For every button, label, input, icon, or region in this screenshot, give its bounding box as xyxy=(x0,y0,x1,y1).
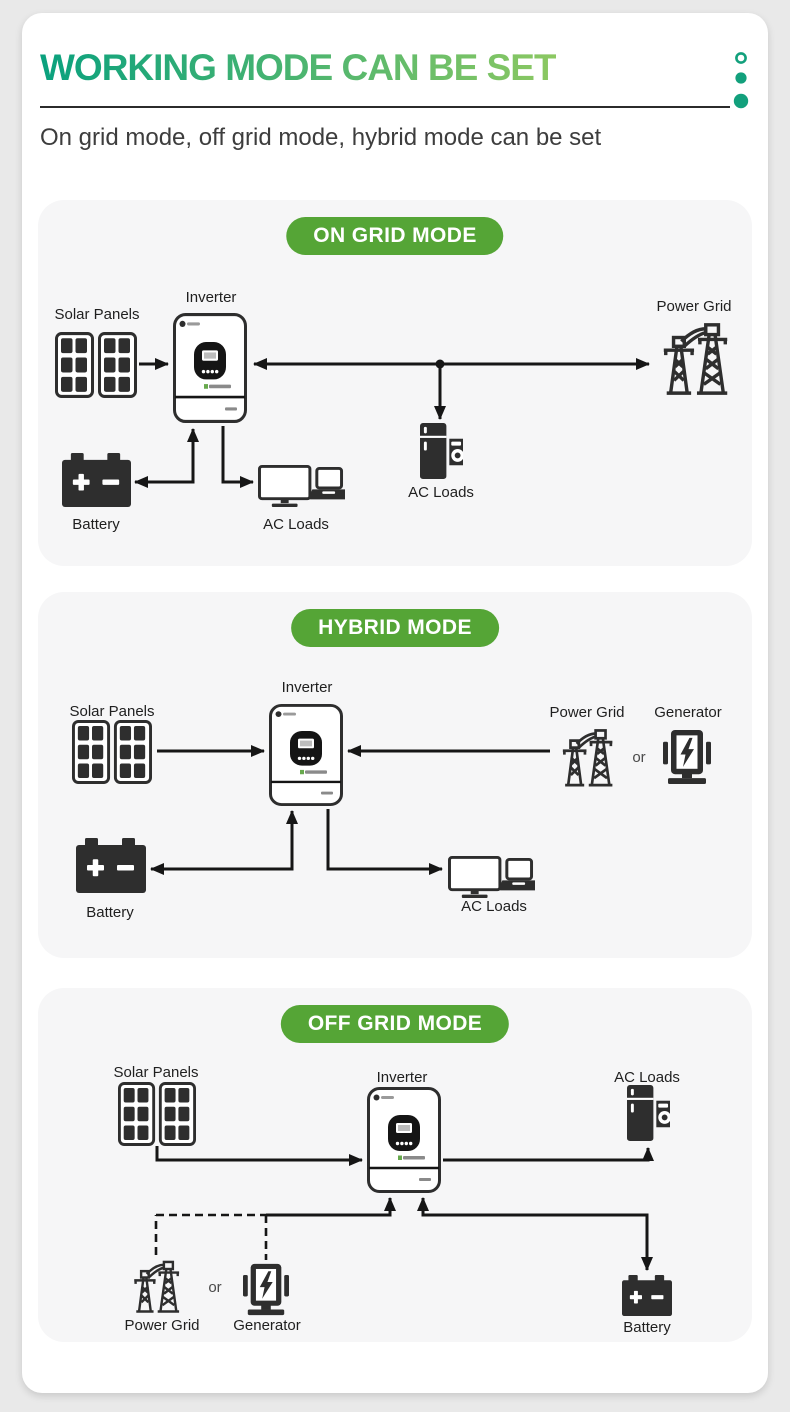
battery-icon xyxy=(76,838,146,893)
generator-icon xyxy=(663,729,711,785)
power-grid-icon xyxy=(562,729,613,787)
badge-hybrid: HYBRID MODE xyxy=(291,609,499,647)
badge-on-grid: ON GRID MODE xyxy=(286,217,504,255)
panel-on-grid: ON GRID MODE Solar Panels Inverter Power… xyxy=(38,200,752,566)
teal-dots-icon xyxy=(733,52,749,109)
or-label: or xyxy=(208,1279,222,1296)
ac-loads-label: AC Loads xyxy=(614,1069,680,1086)
or-label: or xyxy=(632,749,646,766)
ac-loads-appliance-icon xyxy=(420,423,463,480)
battery-label: Battery xyxy=(623,1319,671,1336)
solar-panels-label: Solar Panels xyxy=(54,306,140,323)
ac-loads-home-icon xyxy=(258,465,345,508)
generator-label: Generator xyxy=(654,704,722,721)
page-subtitle: On grid mode, off grid mode, hybrid mode… xyxy=(40,124,602,151)
solar-panels-icon xyxy=(55,332,137,398)
inverter-label: Inverter xyxy=(185,289,237,306)
battery-icon xyxy=(62,453,131,507)
generator-icon xyxy=(243,1263,289,1316)
page-title: WORKING MODE CAN BE SET xyxy=(40,47,557,88)
power-grid-icon xyxy=(663,323,728,395)
ac-loads-label: AC Loads xyxy=(461,898,527,915)
ac-loads-icon xyxy=(627,1085,670,1142)
ac-loads-appliance-label: AC Loads xyxy=(408,484,474,501)
power-grid-label: Power Grid xyxy=(124,1317,200,1334)
badge-off-grid: OFF GRID MODE xyxy=(280,1005,510,1043)
ac-loads-icon xyxy=(448,856,535,899)
power-grid-label: Power Grid xyxy=(549,704,625,721)
inverter-icon xyxy=(173,313,247,423)
power-grid-icon xyxy=(134,1260,180,1313)
inverter-icon xyxy=(367,1087,441,1193)
panel-off-grid: OFF GRID MODE Solar Panels Inverter AC L… xyxy=(38,988,752,1342)
battery-label: Battery xyxy=(86,904,134,921)
inverter-icon xyxy=(269,704,343,806)
panel-hybrid: HYBRID MODE Solar Panels Inverter Power … xyxy=(38,592,752,958)
battery-label: Battery xyxy=(72,516,120,533)
power-grid-label: Power Grid xyxy=(656,298,732,315)
inverter-label: Inverter xyxy=(376,1069,428,1086)
generator-label: Generator xyxy=(233,1317,301,1334)
solar-panels-icon xyxy=(72,720,152,784)
solar-panels-label: Solar Panels xyxy=(113,1064,199,1081)
inverter-label: Inverter xyxy=(281,679,333,696)
content-card: WORKING MODE CAN BE SET On grid mode, of… xyxy=(22,13,768,1393)
solar-panels-label: Solar Panels xyxy=(69,703,155,720)
ac-loads-home-label: AC Loads xyxy=(263,516,329,533)
solar-panels-icon xyxy=(118,1082,196,1146)
battery-icon xyxy=(622,1275,672,1316)
header-divider xyxy=(40,106,730,108)
